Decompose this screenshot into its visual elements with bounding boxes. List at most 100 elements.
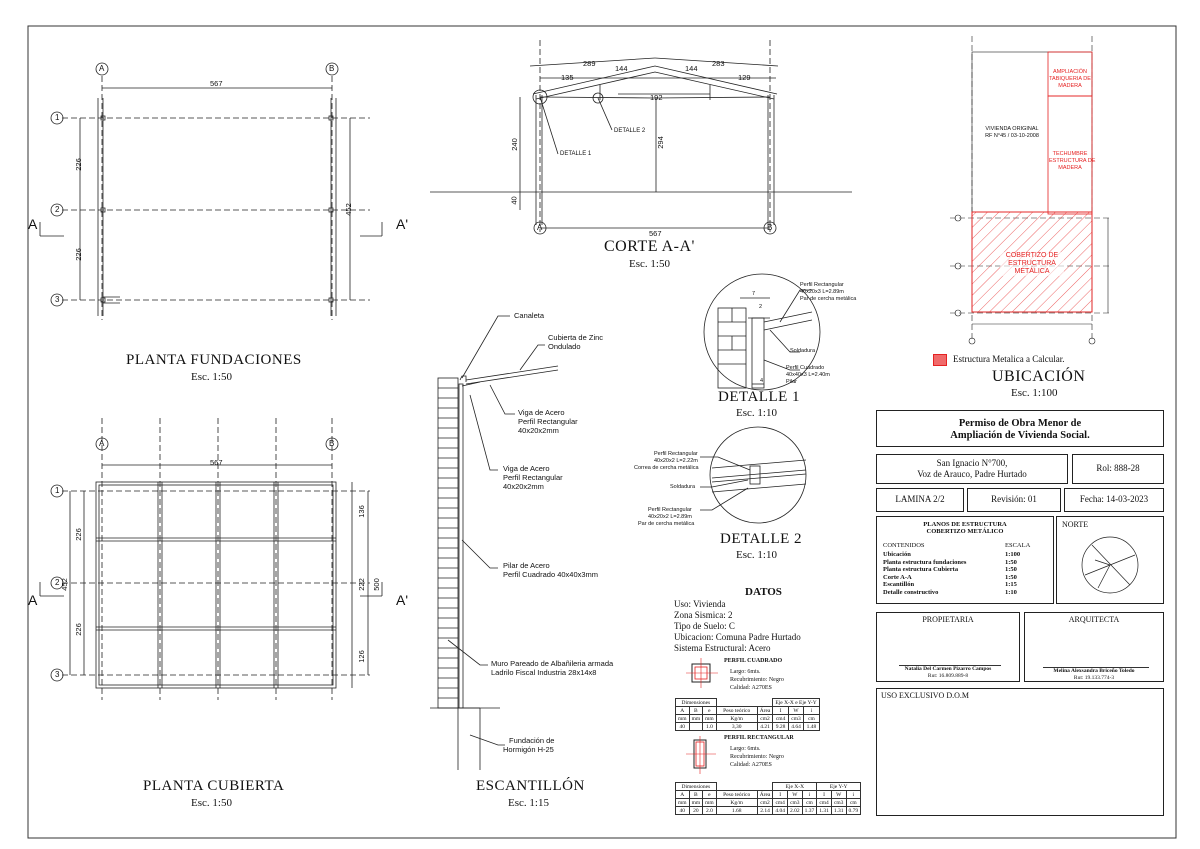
plan-cubierta-drawing (39, 418, 383, 700)
plan-cub-axis-b: B (329, 439, 335, 448)
address-1: San Ignacio N°700, (936, 458, 1008, 468)
escantillon-drawing (430, 315, 559, 770)
plan-cub-row-3: 3 (55, 670, 60, 679)
architect-rut: Rut: 19.133.774-3 (1073, 675, 1115, 681)
owner-name: Natalia Del Carmen Pizarro Campos (904, 666, 992, 672)
pr-unit: cm4 (772, 798, 788, 807)
section-dim-135: 135 (561, 73, 574, 82)
contents-box: PLANOS DE ESTRUCTURA COBERTIZO METÁLICO … (876, 516, 1054, 604)
pc-val: 4.21 (756, 722, 774, 731)
det2-title: DETALLE 2 (720, 531, 803, 547)
north-label: NORTE (1062, 520, 1089, 529)
perfil-rect-table: Dimensiones Eje X-X Eje Y-Y A B e Peso t… (675, 782, 862, 815)
section-dim-192: 192 (650, 93, 663, 102)
datos-line: Ubicacion: Comuna Padre Hurtado (674, 632, 801, 642)
datos-line: Tipo de Suelo: C (674, 621, 735, 631)
esc-pilar-1: Pilar de Acero (503, 561, 550, 570)
plan-cub-dim-left-3: 226 (73, 623, 83, 636)
architect-name: Melina Alexsandra Briceño Toledo (1053, 668, 1135, 674)
datos-line: Uso: Vivienda (674, 599, 726, 609)
pr-hdr: W (830, 790, 847, 799)
pc-hdr: i (803, 706, 820, 715)
pc-val: 4.64 (787, 722, 805, 731)
plan-cub-cut-right: A' (396, 592, 409, 608)
pr-hdr-dim: Dimensiones (675, 782, 717, 791)
perfil-rect-info: Largo: 6mts. Recubrimiento: Negro Calida… (730, 745, 784, 769)
pc-hdr: e (702, 706, 717, 715)
ubic-tech-1: TECHUMBRE (1052, 151, 1088, 157)
pc-unit: mm (702, 714, 717, 723)
pc-val: 1.48 (803, 722, 820, 731)
revision-box: Revisión: 01 (967, 488, 1061, 512)
content-item: Ubicación (883, 551, 911, 558)
plan-fund-row-1: 1 (55, 113, 60, 122)
address-2: Voz de Arauco, Padre Hurtado (917, 469, 1027, 479)
esc-viga1-3: 40x20x2mm (518, 426, 559, 435)
esc-viga2-3: 40x20x2mm (503, 482, 544, 491)
detalle2-drawing (700, 426, 807, 524)
pr-unit: Kg/m (715, 798, 758, 807)
content-item: Corte A-A (883, 573, 912, 581)
det1-scale: Esc. 1:10 (736, 407, 777, 419)
det2-l1: Perfil Rectangular (654, 451, 698, 457)
pr-val: 40 (675, 806, 690, 815)
pc-unit: cm (803, 714, 820, 723)
det2-l6: 40x20x2 L=2.89m (648, 514, 692, 520)
content-scale: 1:50 (1005, 573, 1017, 581)
plan-fund-cut-right: A' (396, 216, 409, 232)
plan-fund-axis-b: B (329, 64, 335, 73)
ubic-vivienda-1: VIVIENDA ORIGINAL (985, 126, 1039, 132)
det1-d2: 2 (759, 304, 763, 310)
planos-1: PLANOS DE ESTRUCTURA (923, 521, 1007, 528)
ubic-cob-2: ESTRUCTURA (1008, 260, 1056, 267)
lamina-value: LAMINA 2/2 (895, 494, 945, 504)
plan-fund-dim-top: 567 (210, 79, 223, 88)
content-scale: 1:15 (1005, 581, 1017, 588)
ubic-amp-3: MADERA (1058, 83, 1082, 89)
plan-cub-dim-left-2: 452 (59, 578, 69, 591)
perfil-cuadrado-title: PERFIL CUADRADO (724, 658, 783, 664)
content-scale: 1:50 (1005, 566, 1017, 573)
north-box: NORTE (1056, 516, 1164, 604)
address-box: San Ignacio N°700, Voz de Arauco, Padre … (876, 454, 1068, 484)
esc-pilar-2: Perfil Cuadrado 40x40x3mm (503, 570, 599, 579)
det1-l1: Perfil Rectangular (800, 282, 844, 288)
section-axis-a: A (537, 223, 543, 232)
pc-val: 40 (675, 722, 690, 731)
perfil-rect-line: Largo: 6mts. (730, 746, 761, 752)
det1-l6: 40x40x3 L=2.40m (786, 372, 830, 378)
pr-hdr: I (772, 790, 788, 799)
pc-hdr: Área (756, 706, 774, 715)
legend-label: Estructura Metalica a Calcular. (953, 354, 1065, 364)
pr-hdr: B (688, 790, 704, 799)
detalle1-drawing (703, 273, 821, 391)
pr-unit: cm (845, 798, 862, 807)
plan-fund-dim-right: 452 (343, 203, 353, 216)
pr-hdr: e (702, 790, 717, 799)
perfil-cuadrado-line: Recubrimiento: Negro (730, 677, 784, 683)
esc-fund-2: Hormigón H-25 (503, 745, 554, 754)
pr-val: 1.31 (830, 806, 847, 815)
pr-hdr: Peso teórico (715, 790, 758, 799)
dom-label: USO EXCLUSIVO D.O.M (881, 691, 970, 700)
rol-value: Rol: 888-28 (1096, 463, 1140, 473)
contenidos-header: CONTENIDOS (883, 542, 925, 549)
esc-viga1-1: Viga de Acero (518, 408, 565, 417)
ubic-title: UBICACIÓN (992, 368, 1086, 385)
plan-cub-axis-a: A (99, 439, 105, 448)
esc-muro-1: Muro Pareado de Albañileria armada (491, 659, 614, 668)
section-detail1-label: DETALLE 1 (560, 151, 592, 157)
plan-cub-dim-right-3: 126 (356, 650, 366, 663)
plan-fund-title: PLANTA FUNDACIONES (126, 352, 302, 368)
pr-val: 1.31 (816, 806, 832, 815)
ubic-techumbre: TECHUMBRE ESTRUCTURA DE MADERA (1049, 151, 1095, 172)
pr-val: 1.68 (715, 806, 758, 815)
perfil-rect-line: Calidad: A270ES (730, 762, 772, 768)
pr-unit: cm4 (816, 798, 832, 807)
pr-unit: mm (675, 798, 690, 807)
escala-header: ESCALA (1005, 542, 1031, 549)
pc-unit: Kg/m (715, 714, 758, 723)
perfil-cuadrado-info: Largo: 6mts. Recubrimiento: Negro Calida… (730, 668, 784, 692)
pr-hdr: I (816, 790, 832, 799)
